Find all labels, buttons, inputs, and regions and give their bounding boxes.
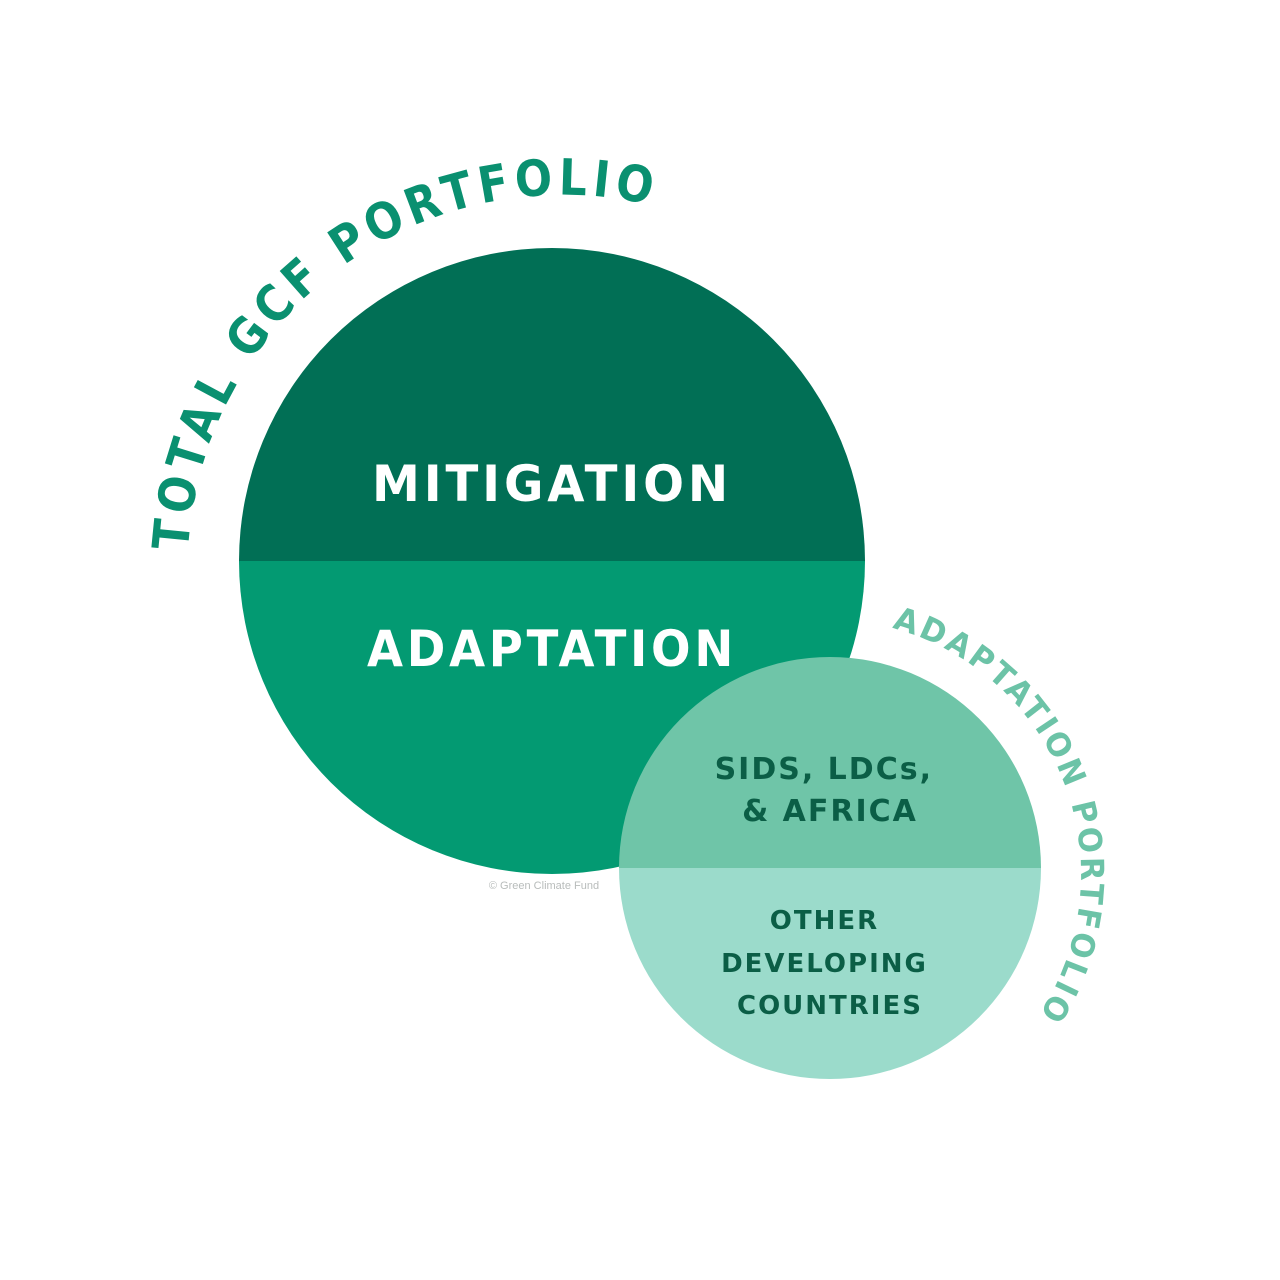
other-label-line-2: DEVELOPING — [721, 949, 928, 979]
sids-ldcs-africa-label: SIDS, LDCs, & AFRICA — [715, 752, 946, 829]
adaptation-label: ADAPTATION — [367, 620, 737, 678]
other-label-line-3: COUNTRIES — [737, 991, 923, 1021]
sids-label-line-2: & AFRICA — [742, 794, 918, 829]
sids-label-line-1: SIDS, LDCs, — [715, 752, 933, 787]
mitigation-label: MITIGATION — [372, 455, 732, 513]
other-label-line-1: OTHER — [770, 906, 879, 936]
copyright-text: © Green Climate Fund — [489, 880, 599, 892]
other-developing-countries-label: OTHER DEVELOPING COUNTRIES — [721, 906, 939, 1021]
